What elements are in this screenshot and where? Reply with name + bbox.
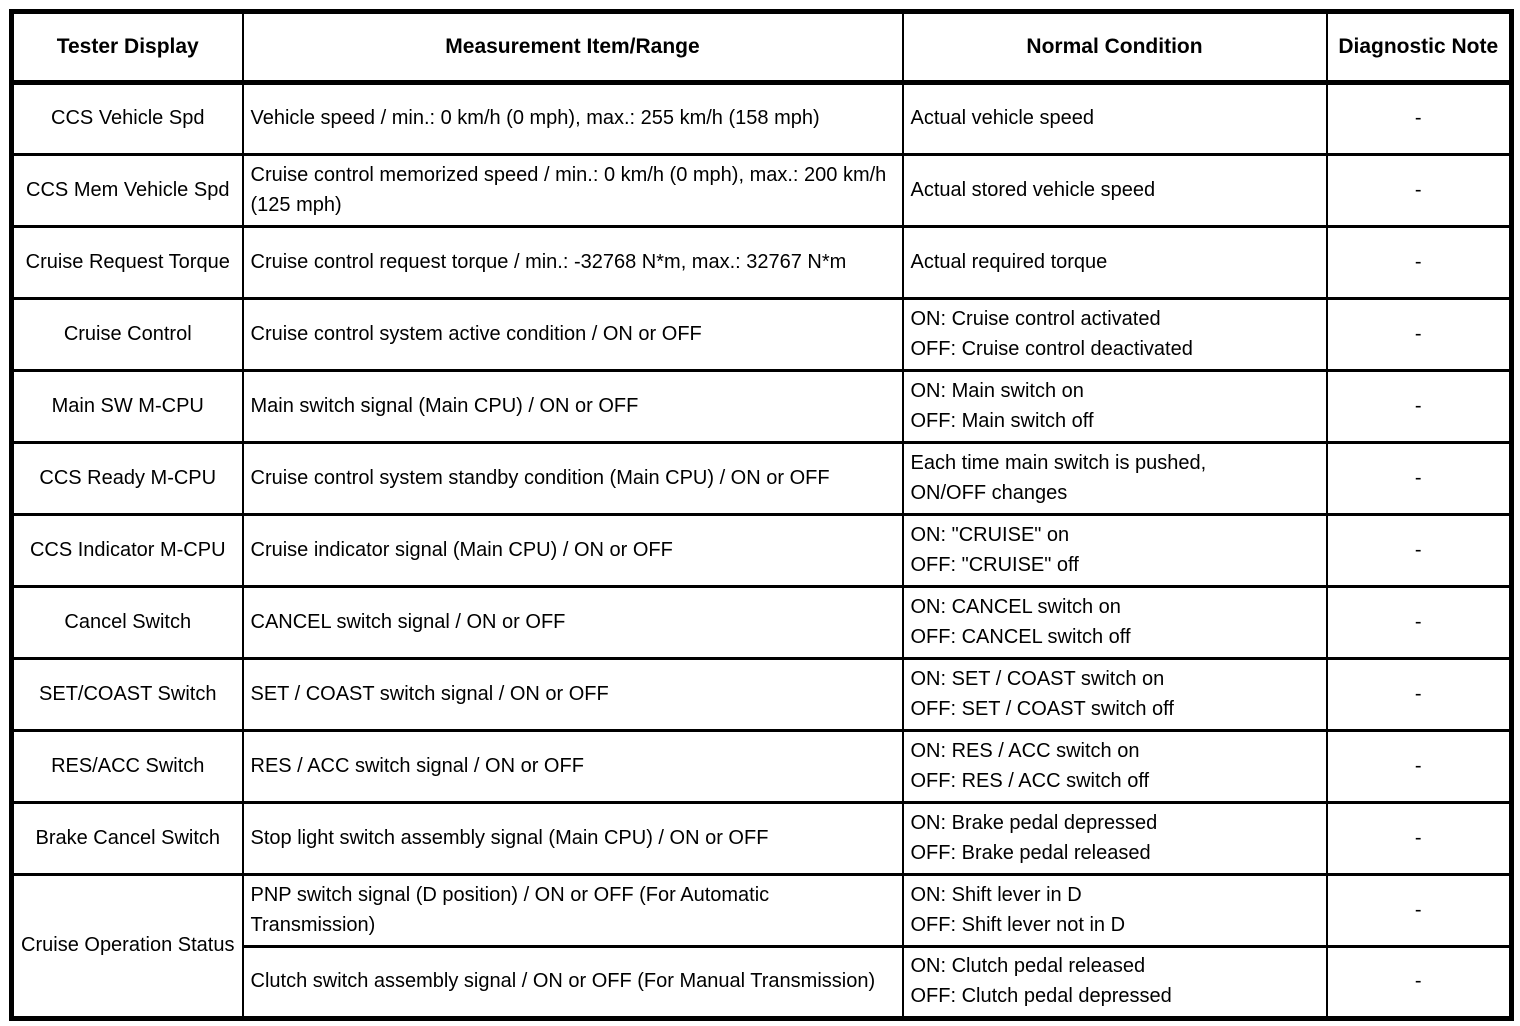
- cell-diagnostic-note: -: [1325, 585, 1513, 660]
- cell-tester-display: CCS Ready M-CPU: [10, 441, 244, 516]
- cell-tester-display: Main SW M-CPU: [10, 369, 244, 444]
- header-row: Tester Display Measurement Item/Range No…: [10, 10, 1513, 85]
- cell-measurement: Stop light switch assembly signal (Main …: [241, 801, 904, 876]
- table-row: Main SW M-CPU Main switch signal (Main C…: [10, 369, 1513, 444]
- cell-diagnostic-note: -: [1325, 873, 1513, 948]
- cell-diagnostic-note: -: [1325, 369, 1513, 444]
- cell-diagnostic-note: -: [1325, 513, 1513, 588]
- table-row: CCS Mem Vehicle Spd Cruise control memor…: [10, 153, 1513, 228]
- cell-normal-condition: ON: Main switch on OFF: Main switch off: [901, 369, 1328, 444]
- cell-tester-display: Cruise Request Torque: [10, 225, 244, 300]
- cell-normal-condition: Each time main switch is pushed, ON/OFF …: [901, 441, 1328, 516]
- cell-normal-condition: ON: Brake pedal depressed OFF: Brake ped…: [901, 801, 1328, 876]
- cell-normal-condition: Actual vehicle speed: [901, 81, 1328, 156]
- cell-diagnostic-note: -: [1325, 153, 1513, 228]
- cell-diagnostic-note: -: [1325, 297, 1513, 372]
- header-tester-display: Tester Display: [10, 10, 244, 85]
- cell-measurement: Vehicle speed / min.: 0 km/h (0 mph), ma…: [241, 81, 904, 156]
- cell-diagnostic-note: -: [1325, 945, 1513, 1020]
- header-measurement-item-range: Measurement Item/Range: [241, 10, 904, 85]
- cell-normal-condition: ON: RES / ACC switch on OFF: RES / ACC s…: [901, 729, 1328, 804]
- cell-measurement: Cruise control request torque / min.: -3…: [241, 225, 904, 300]
- cell-measurement: RES / ACC switch signal / ON or OFF: [241, 729, 904, 804]
- table-row: Cruise Request Torque Cruise control req…: [10, 225, 1513, 300]
- table-row: CCS Indicator M-CPU Cruise indicator sig…: [10, 513, 1513, 588]
- cell-measurement: PNP switch signal (D position) / ON or O…: [241, 873, 904, 948]
- cell-diagnostic-note: -: [1325, 801, 1513, 876]
- cell-diagnostic-note: -: [1325, 225, 1513, 300]
- cell-normal-condition: ON: Clutch pedal released OFF: Clutch pe…: [901, 945, 1328, 1020]
- cell-measurement: SET / COAST switch signal / ON or OFF: [241, 657, 904, 732]
- table-row: RES/ACC Switch RES / ACC switch signal /…: [10, 729, 1513, 804]
- cell-normal-condition: Actual required torque: [901, 225, 1328, 300]
- cell-measurement: Cruise control system standby condition …: [241, 441, 904, 516]
- table-row: Clutch switch assembly signal / ON or OF…: [12, 945, 1513, 1020]
- cell-normal-condition: ON: SET / COAST switch on OFF: SET / COA…: [901, 657, 1328, 732]
- cell-normal-condition: ON: Shift lever in D OFF: Shift lever no…: [901, 873, 1328, 948]
- cell-diagnostic-note: -: [1325, 441, 1513, 516]
- cell-normal-condition: ON: CANCEL switch on OFF: CANCEL switch …: [901, 585, 1328, 660]
- table-row: Brake Cancel Switch Stop light switch as…: [10, 801, 1513, 876]
- cell-tester-display: SET/COAST Switch: [10, 657, 244, 732]
- cell-tester-display: Brake Cancel Switch: [10, 801, 244, 876]
- cell-tester-display: CCS Indicator M-CPU: [10, 513, 244, 588]
- header-normal-condition: Normal Condition: [901, 10, 1328, 85]
- cell-normal-condition: Actual stored vehicle speed: [901, 153, 1328, 228]
- cell-tester-display: RES/ACC Switch: [10, 729, 244, 804]
- cell-measurement: Cruise control system active condition /…: [241, 297, 904, 372]
- cell-tester-display: Cancel Switch: [10, 585, 244, 660]
- cell-tester-display: CCS Vehicle Spd: [10, 81, 244, 156]
- cell-measurement: Clutch switch assembly signal / ON or OF…: [241, 945, 904, 1020]
- table-row: SET/COAST Switch SET / COAST switch sign…: [10, 657, 1513, 732]
- cell-diagnostic-note: -: [1325, 81, 1513, 156]
- cell-measurement: Cruise indicator signal (Main CPU) / ON …: [241, 513, 904, 588]
- cell-tester-display: Cruise Control: [10, 297, 244, 372]
- cell-measurement: Cruise control memorized speed / min.: 0…: [241, 153, 904, 228]
- table-row: Cruise Operation Status PNP switch signa…: [10, 873, 1513, 1020]
- header-diagnostic-note: Diagnostic Note: [1325, 10, 1513, 85]
- table-row: CCS Vehicle Spd Vehicle speed / min.: 0 …: [10, 81, 1513, 156]
- cell-diagnostic-note: -: [1325, 729, 1513, 804]
- diagnostic-data-table: Tester Display Measurement Item/Range No…: [9, 9, 1514, 1021]
- cell-normal-condition: ON: "CRUISE" on OFF: "CRUISE" off: [901, 513, 1328, 588]
- cell-normal-condition: ON: Cruise control activated OFF: Cruise…: [901, 297, 1328, 372]
- cell-measurement: CANCEL switch signal / ON or OFF: [241, 585, 904, 660]
- cell-measurement: Main switch signal (Main CPU) / ON or OF…: [241, 369, 904, 444]
- cell-diagnostic-note: -: [1325, 657, 1513, 732]
- table-row: Cruise Control Cruise control system act…: [10, 297, 1513, 372]
- table-row: Cancel Switch CANCEL switch signal / ON …: [10, 585, 1513, 660]
- cell-tester-display: Cruise Operation Status: [10, 873, 244, 1020]
- cell-tester-display: CCS Mem Vehicle Spd: [10, 153, 244, 228]
- table-row: CCS Ready M-CPU Cruise control system st…: [10, 441, 1513, 516]
